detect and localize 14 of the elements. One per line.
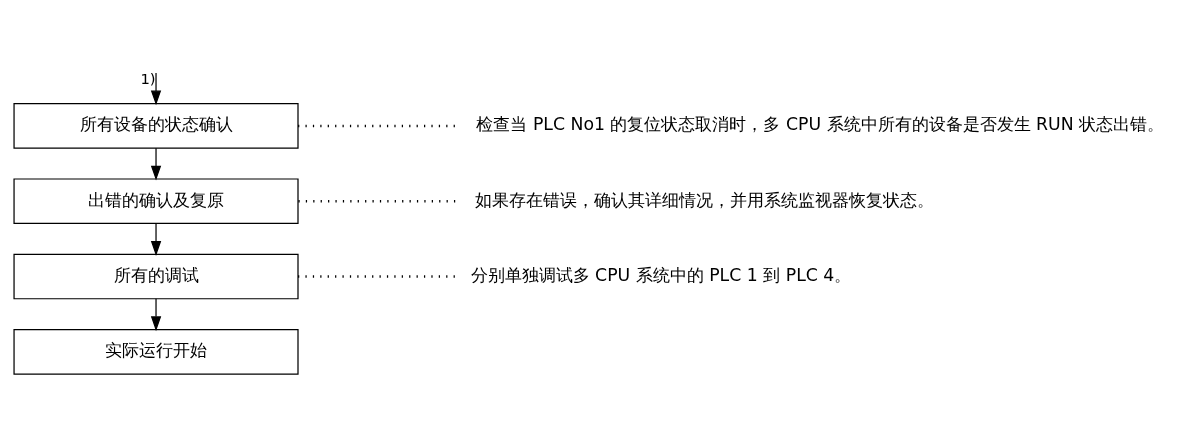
arrow	[150, 147, 162, 181]
node-text: 检查当 PLC No1 的复位状态取消时，多 CPU 系统中所有的设备是否发生 RUN 状态出错。	[476, 113, 1165, 134]
arrow	[150, 297, 162, 331]
node-box: 所有的调试	[13, 253, 299, 299]
arrow	[150, 71, 162, 105]
node-box: 出错的确认及复原	[13, 177, 299, 224]
connector	[298, 274, 458, 278]
arrow	[150, 222, 162, 256]
node-box: 所有设备的状态确认	[13, 102, 299, 149]
edge-label: 1)	[140, 69, 156, 87]
node-text: 分别单独调试多 CPU 系统中的 PLC 1 到 PLC 4。	[470, 264, 852, 285]
connector	[298, 199, 458, 202]
node-text: 如果存在错误，确认其详细情况，并用系统监视器恢复状态。	[474, 189, 934, 210]
node-box: 实际运行开始	[13, 328, 299, 375]
